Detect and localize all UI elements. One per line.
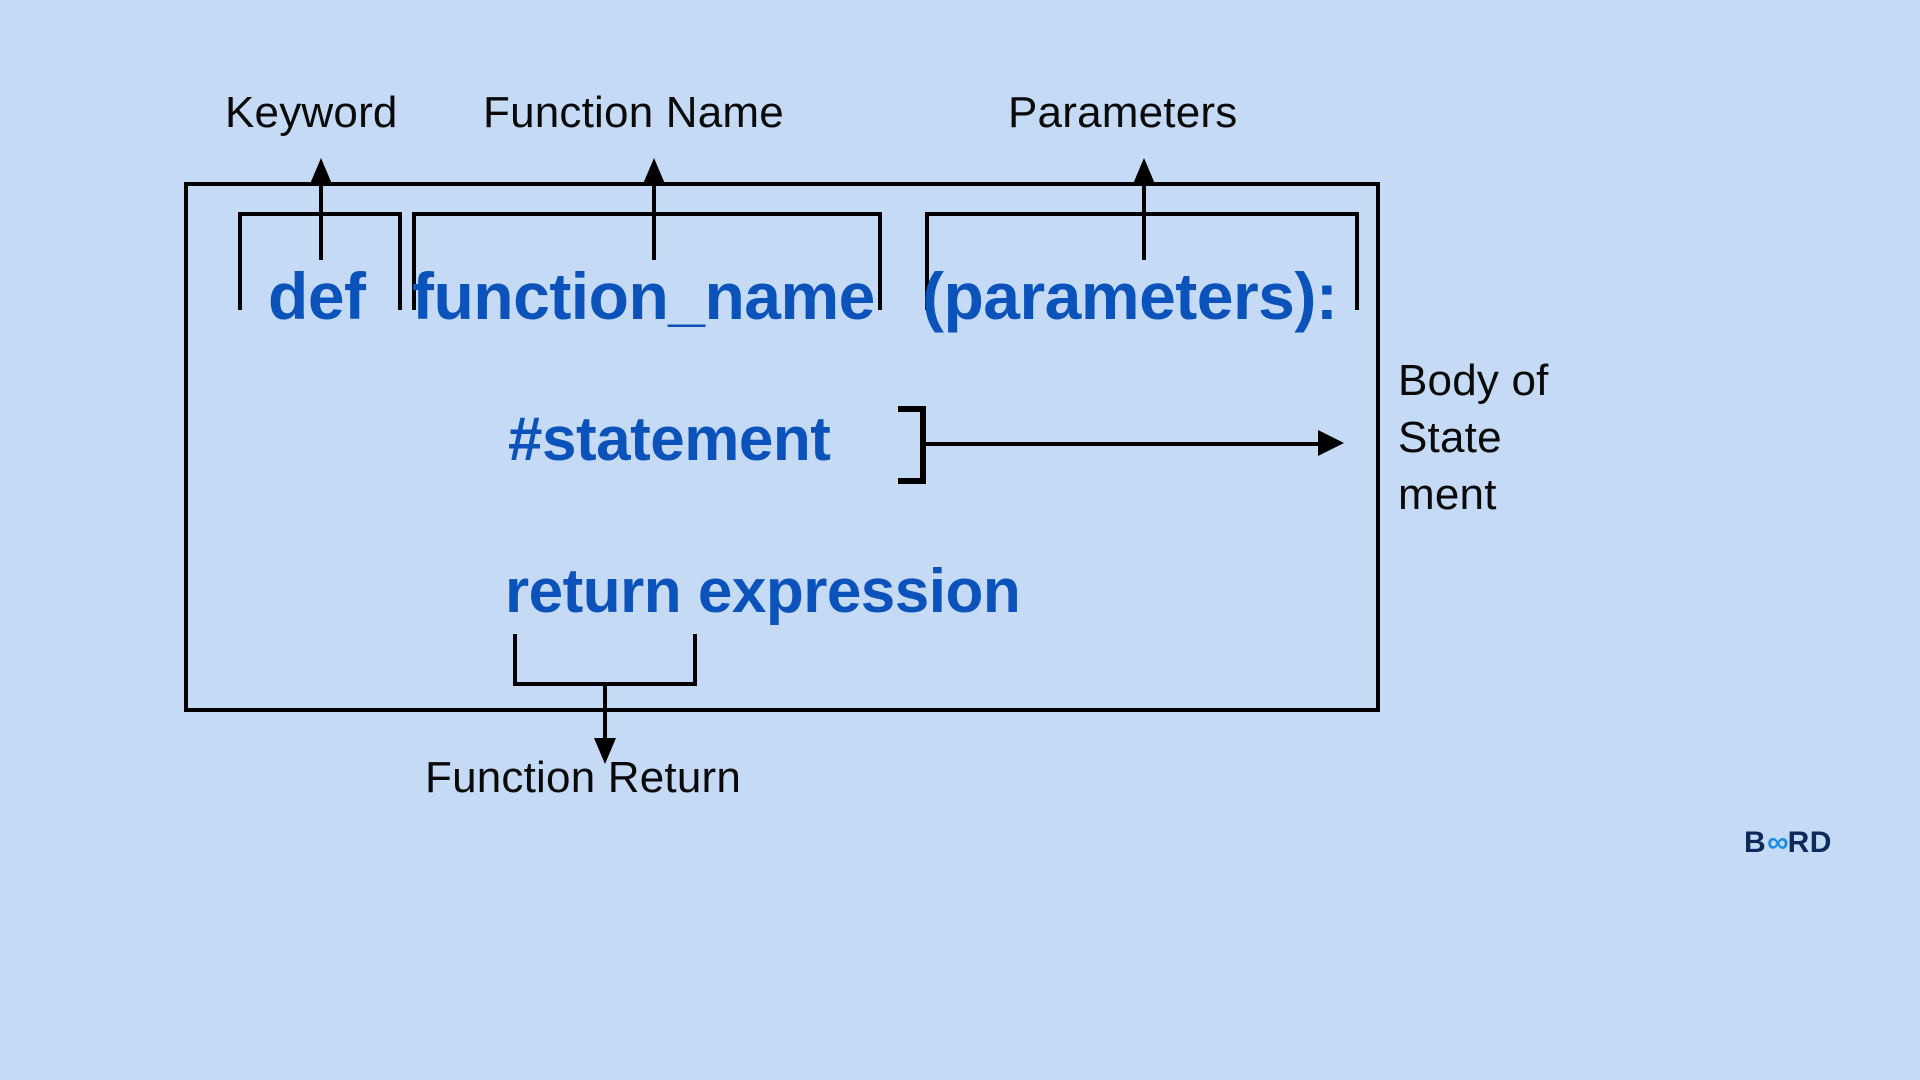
arrow-up-function-name-stem xyxy=(652,182,656,260)
bracket-parameters-top xyxy=(925,212,1359,216)
bracket-keyword-top xyxy=(238,212,402,216)
arrow-up-parameters-head xyxy=(1133,158,1155,184)
bracket-keyword-right xyxy=(398,212,402,310)
bracket-function-name-top xyxy=(412,212,882,216)
callout-function-name: Function Name xyxy=(483,88,784,137)
arrow-down-return-head xyxy=(594,738,616,764)
arrow-up-parameters-stem xyxy=(1142,182,1146,260)
logo-suffix: RD xyxy=(1787,826,1832,859)
bracket-function-name-right xyxy=(878,212,882,310)
code-parameters: (parameters): xyxy=(922,259,1338,333)
code-return-expression: return expression xyxy=(505,557,1021,626)
code-statement: #statement xyxy=(508,405,831,474)
callout-keyword: Keyword xyxy=(225,88,398,137)
code-block-outline xyxy=(184,182,1380,712)
arrow-up-function-name-head xyxy=(643,158,665,184)
callout-function-return: Function Return xyxy=(425,753,742,802)
infinity-icon: ∞ xyxy=(1767,826,1788,859)
board-infinity-logo: B ∞ RD xyxy=(1744,826,1832,860)
bracket-function-name-left xyxy=(412,212,416,310)
bracket-return-right xyxy=(693,634,697,686)
statement-square-bracket xyxy=(898,406,926,484)
code-keyword: def xyxy=(268,259,366,333)
arrow-up-keyword-stem xyxy=(319,182,323,260)
callout-body-of-statement: Body of State ment xyxy=(1398,356,1549,520)
logo-prefix: B xyxy=(1744,826,1767,859)
arrow-up-keyword-head xyxy=(310,158,332,184)
arrow-down-return-stem xyxy=(603,682,607,740)
bracket-keyword-left xyxy=(238,212,242,310)
bracket-return-left xyxy=(513,634,517,686)
code-function-name: function_name xyxy=(412,259,875,333)
bracket-parameters-left xyxy=(925,212,929,310)
arrow-right-body-stem xyxy=(924,442,1320,446)
bracket-parameters-right xyxy=(1355,212,1359,310)
callout-parameters: Parameters xyxy=(1008,88,1238,137)
arrow-right-body-head xyxy=(1318,430,1344,456)
